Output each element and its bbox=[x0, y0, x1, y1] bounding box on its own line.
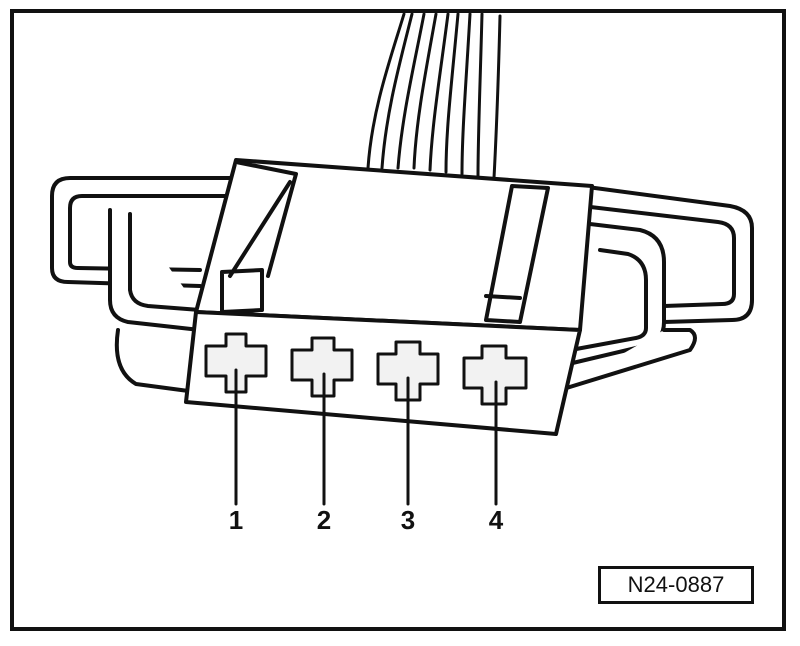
leader-lines bbox=[234, 368, 498, 506]
reference-code-box: N24-0887 bbox=[598, 566, 754, 604]
pin-label-3: 3 bbox=[400, 505, 416, 535]
pin-cavities bbox=[204, 332, 528, 406]
housing-body bbox=[194, 158, 594, 332]
pin-label-1: 1 bbox=[228, 505, 244, 535]
reference-code: N24-0887 bbox=[627, 572, 725, 597]
left-latch bbox=[50, 176, 238, 394]
pin-label-4: 4 bbox=[488, 505, 504, 535]
wire-bundle bbox=[366, 12, 502, 180]
pin-label-2: 2 bbox=[316, 505, 332, 535]
